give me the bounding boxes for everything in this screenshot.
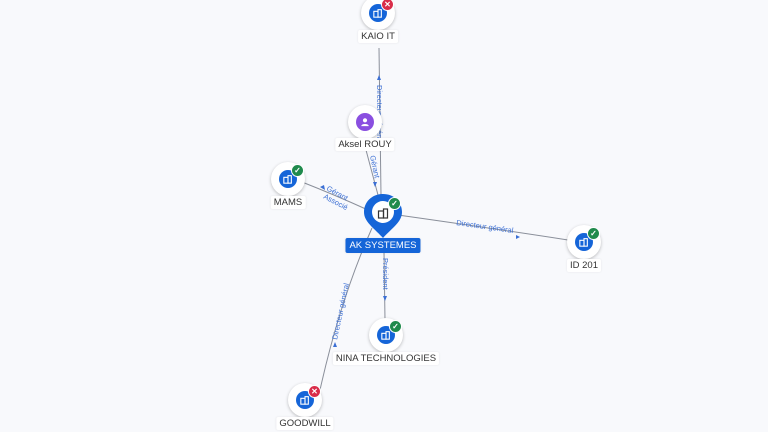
center-building-icon xyxy=(377,206,389,219)
arrow-kaio xyxy=(377,75,381,80)
edge-nina xyxy=(383,251,386,321)
closed-badge-icon: ✕ xyxy=(308,385,321,398)
edge-id201 xyxy=(397,214,569,241)
edge-label-goodwill: Directeur général xyxy=(330,282,351,340)
edge-mams xyxy=(301,181,369,211)
edge-label-id201: Directeur général xyxy=(456,218,515,235)
arrow-goodwill xyxy=(333,342,337,347)
center-active-badge: ✓ xyxy=(388,197,401,210)
active-badge-icon: ✓ xyxy=(587,227,600,240)
arrow-nina xyxy=(383,296,387,301)
edge-aksel xyxy=(365,149,379,196)
node-label-nina-technologies[interactable]: NINA TECHNOLOGIES xyxy=(332,352,440,365)
active-badge-icon: ✓ xyxy=(389,320,402,333)
person-icon xyxy=(356,113,374,131)
arrow-aksel xyxy=(373,182,377,187)
arrow-mams xyxy=(320,185,325,190)
arrow-id201 xyxy=(516,235,520,239)
node-label-id-201[interactable]: ID 201 xyxy=(567,259,601,272)
closed-badge-icon: ✕ xyxy=(381,0,394,11)
node-label-goodwill[interactable]: GOODWILL xyxy=(276,417,334,430)
center-label[interactable]: AK SYSTEMES xyxy=(345,238,421,253)
node-label-aksel-rouy[interactable]: Aksel ROUY xyxy=(335,138,395,151)
node-label-mams[interactable]: MAMS xyxy=(270,196,306,209)
edge-label-nina: Président xyxy=(381,258,390,291)
active-badge-icon: ✓ xyxy=(291,164,304,177)
node-label-kaio-it[interactable]: KAIO IT xyxy=(358,30,398,43)
